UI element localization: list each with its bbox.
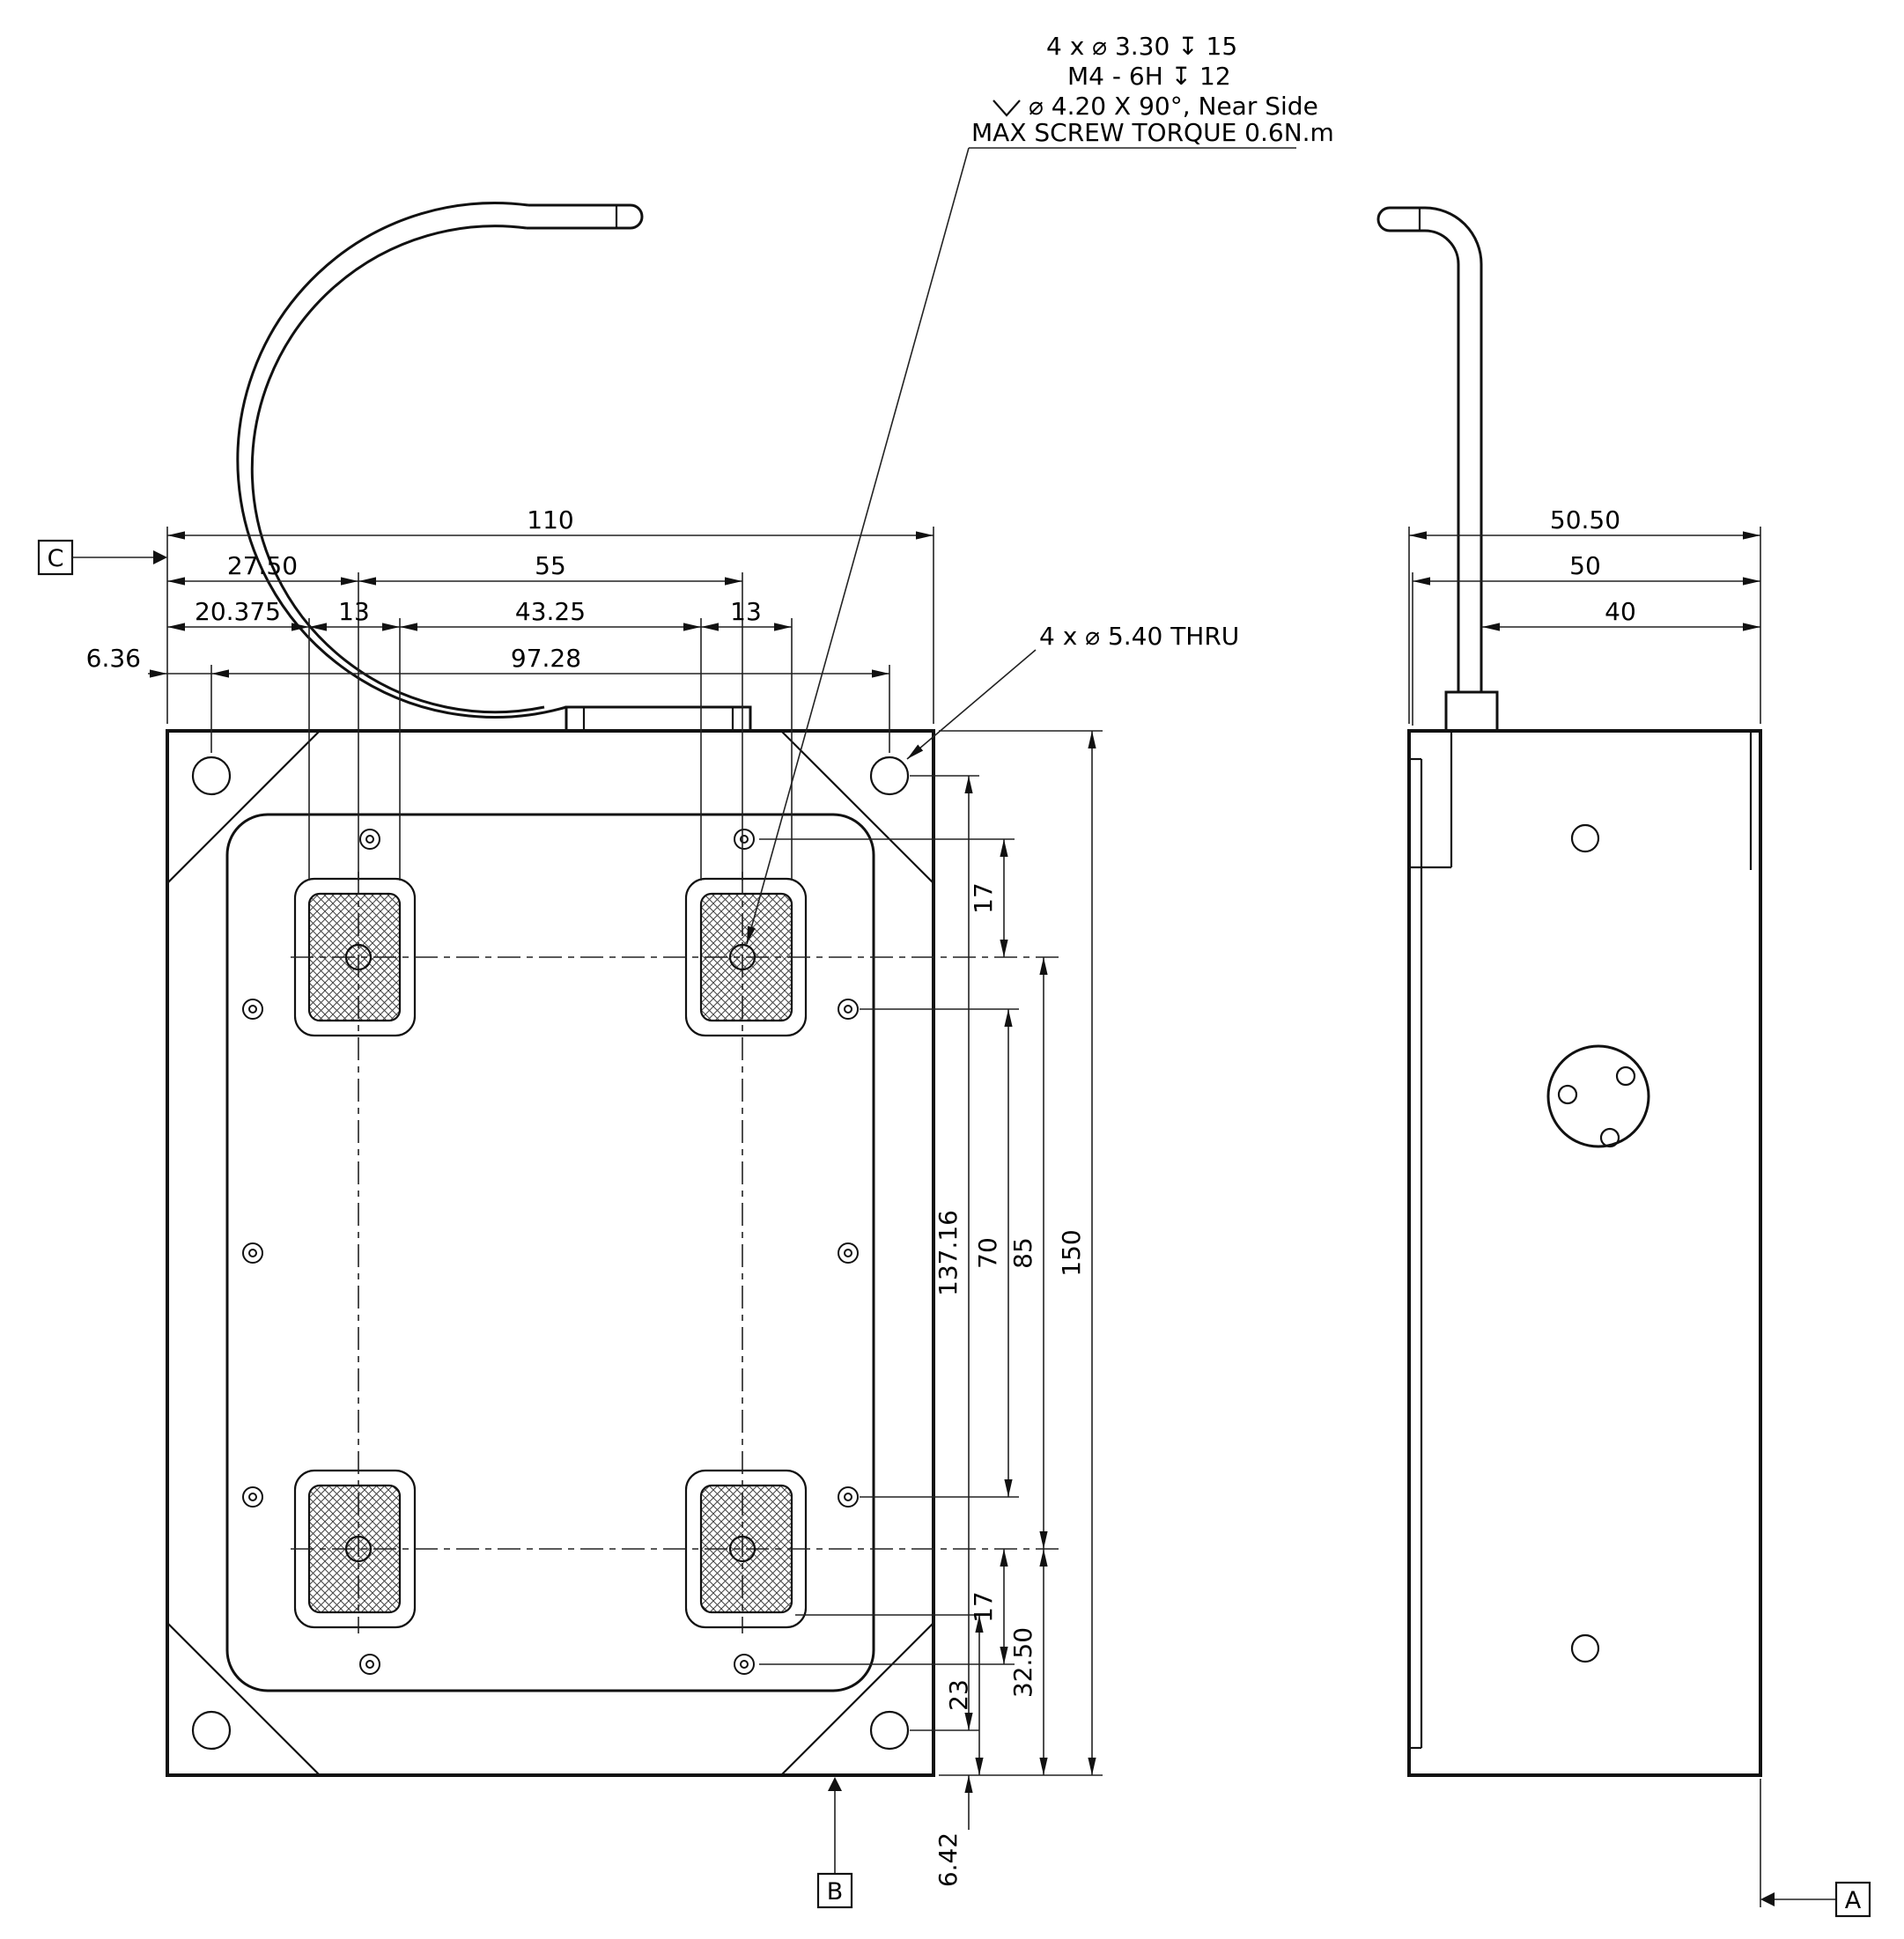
dim-6-36: 6.36	[86, 644, 141, 673]
datum-c-label: C	[48, 545, 64, 572]
side-hole-bottom	[1570, 1633, 1600, 1663]
centerlines	[291, 872, 1061, 1633]
front-body-outline	[166, 729, 935, 1777]
dim-17-bottom: 17	[969, 1591, 998, 1623]
tube-connector-end	[1376, 206, 1391, 232]
dim-97-28: 97.28	[511, 644, 581, 673]
callout-tapped-line1: 4 x ⌀ 3.30 ↧ 15	[1046, 32, 1237, 61]
datum-a-label: A	[1845, 1887, 1862, 1914]
dim-13-right: 13	[730, 597, 762, 626]
dim-20-375: 20.375	[195, 597, 281, 626]
datum-c: C	[37, 539, 167, 576]
dim-70: 70	[973, 1237, 1002, 1269]
side-view	[1376, 206, 1762, 1777]
callout-tapped-line2: M4 - 6H ↧ 12	[1067, 62, 1231, 91]
callout-tapped-line4: MAX SCREW TORQUE 0.6N.m	[971, 118, 1334, 147]
inner-plate-outline	[225, 813, 875, 1692]
dim-150: 150	[1057, 1229, 1086, 1276]
dim-85: 85	[1008, 1237, 1037, 1269]
datum-b-triangle	[828, 1777, 842, 1791]
callout-tapped-line3: ⌀ 4.20 X 90°, Near Side	[1029, 92, 1318, 121]
connector-pin	[1599, 1127, 1620, 1148]
side-connector-circle	[1546, 1044, 1650, 1148]
dim-110: 110	[527, 505, 573, 535]
datum-a: A	[1760, 1779, 1871, 1918]
side-cable-tube	[1376, 206, 1499, 733]
datum-a-triangle	[1760, 1892, 1775, 1906]
dimension-lines	[148, 531, 1760, 1830]
connector-pin	[1615, 1065, 1636, 1087]
corner-thru-holes	[191, 756, 910, 1751]
dim-6-42: 6.42	[934, 1832, 963, 1887]
callouts: 4 x ⌀ 3.30 ↧ 15 M4 - 6H ↧ 12 ⌀ 4.20 X 90…	[746, 32, 1334, 945]
cable-connector-end	[527, 203, 644, 230]
dim-27-50: 27.50	[227, 551, 298, 580]
dim-40: 40	[1605, 597, 1636, 626]
datum-b-label: B	[827, 1878, 844, 1906]
front-view	[166, 202, 1061, 1777]
dim-17-top: 17	[969, 882, 998, 914]
tube-gland-block	[1444, 690, 1499, 733]
side-body-outline	[1407, 729, 1762, 1777]
corner-chamfers	[166, 730, 934, 1776]
dim-55: 55	[535, 551, 566, 580]
countersink-icon	[993, 100, 1021, 117]
dim-32-50: 32.50	[1008, 1627, 1037, 1698]
side-hole-top	[1570, 823, 1600, 853]
dim-50-50: 50.50	[1550, 505, 1620, 535]
side-face-features	[1546, 823, 1650, 1663]
callout-tapped-leader	[746, 147, 970, 945]
dim-13-left: 13	[338, 597, 370, 626]
datum-c-triangle	[153, 550, 167, 564]
top-connector-tab	[565, 705, 752, 733]
side-detail-lines	[1409, 731, 1753, 1750]
connector-pin	[1557, 1084, 1578, 1105]
datum-b: B	[816, 1777, 853, 1909]
plate-screws	[242, 829, 859, 1675]
callout-thru-leader	[906, 649, 1037, 760]
dimension-labels: 110 27.50 55 20.375 13 43.25 13 6.36 97.…	[86, 505, 1636, 1887]
dim-23: 23	[944, 1679, 973, 1711]
dim-50: 50	[1569, 551, 1601, 580]
callout-thru: 4 x ⌀ 5.40 THRU	[1039, 622, 1239, 651]
datums: C B A	[37, 539, 1871, 1918]
pad-tapped-holes	[344, 943, 756, 1563]
cable-curve	[236, 202, 644, 719]
dim-43-25: 43.25	[515, 597, 586, 626]
dim-137-16: 137.16	[934, 1210, 963, 1296]
